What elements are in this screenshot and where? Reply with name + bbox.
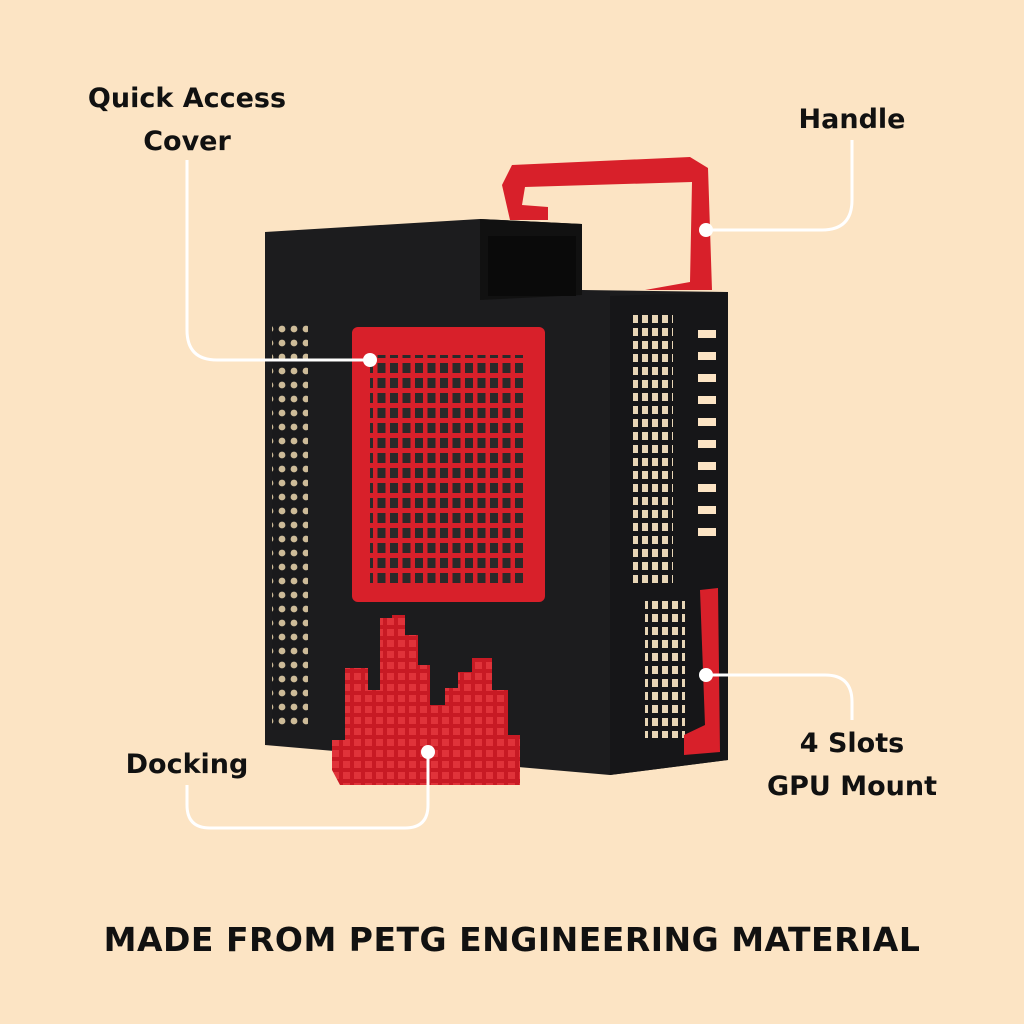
callout-docking: Docking — [125, 749, 249, 780]
handle — [502, 157, 712, 290]
docking-base — [332, 615, 520, 785]
gpu-bracket — [684, 588, 720, 755]
callout-text: Quick Access — [87, 83, 287, 114]
callout-text: GPU Mount — [766, 771, 938, 802]
footer-title: MADE FROM PETG ENGINEERING MATERIAL — [103, 920, 921, 959]
callout-handle: Handle — [798, 104, 906, 135]
callout-gpu-mount: 4 Slots GPU Mount — [767, 722, 937, 808]
callout-dots — [363, 223, 713, 759]
callout-text: 4 Slots — [799, 728, 905, 759]
quick-access-cover — [352, 327, 545, 602]
callout-lines — [185, 140, 854, 830]
callout-text: Cover — [143, 126, 231, 157]
callout-quick-access-cover: Quick Access Cover — [88, 77, 286, 163]
